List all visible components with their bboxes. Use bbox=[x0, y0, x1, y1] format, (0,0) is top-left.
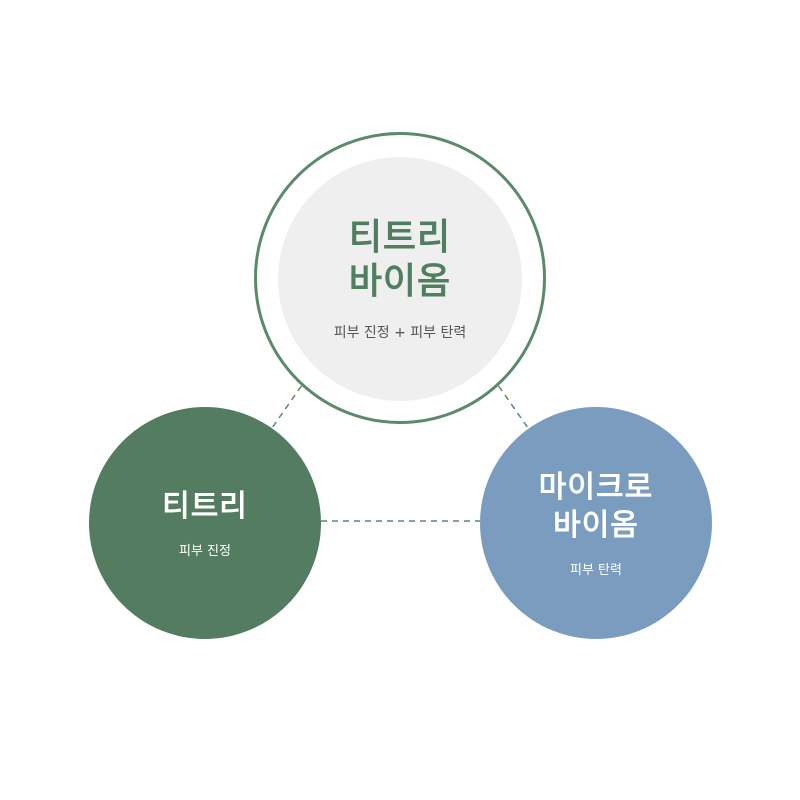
tea-tree-node-subtitle: 피부 진정 bbox=[179, 543, 231, 559]
combined-node-subtitle: 피부 진정 + 피부 탄력 bbox=[333, 325, 467, 341]
combined-node: 티트리 바이옴 피부 진정 + 피부 탄력 bbox=[278, 157, 522, 401]
combined-node-title: 티트리 바이옴 bbox=[348, 217, 452, 302]
microbiome-node: 마이크로 바이옴 피부 탄력 bbox=[480, 407, 712, 639]
tea-tree-node: 티트리 피부 진정 bbox=[89, 407, 321, 639]
microbiome-node-title: 마이크로 바이옴 bbox=[538, 469, 654, 543]
microbiome-node-subtitle: 피부 탄력 bbox=[570, 562, 622, 578]
tea-tree-node-title: 티트리 bbox=[162, 488, 248, 524]
